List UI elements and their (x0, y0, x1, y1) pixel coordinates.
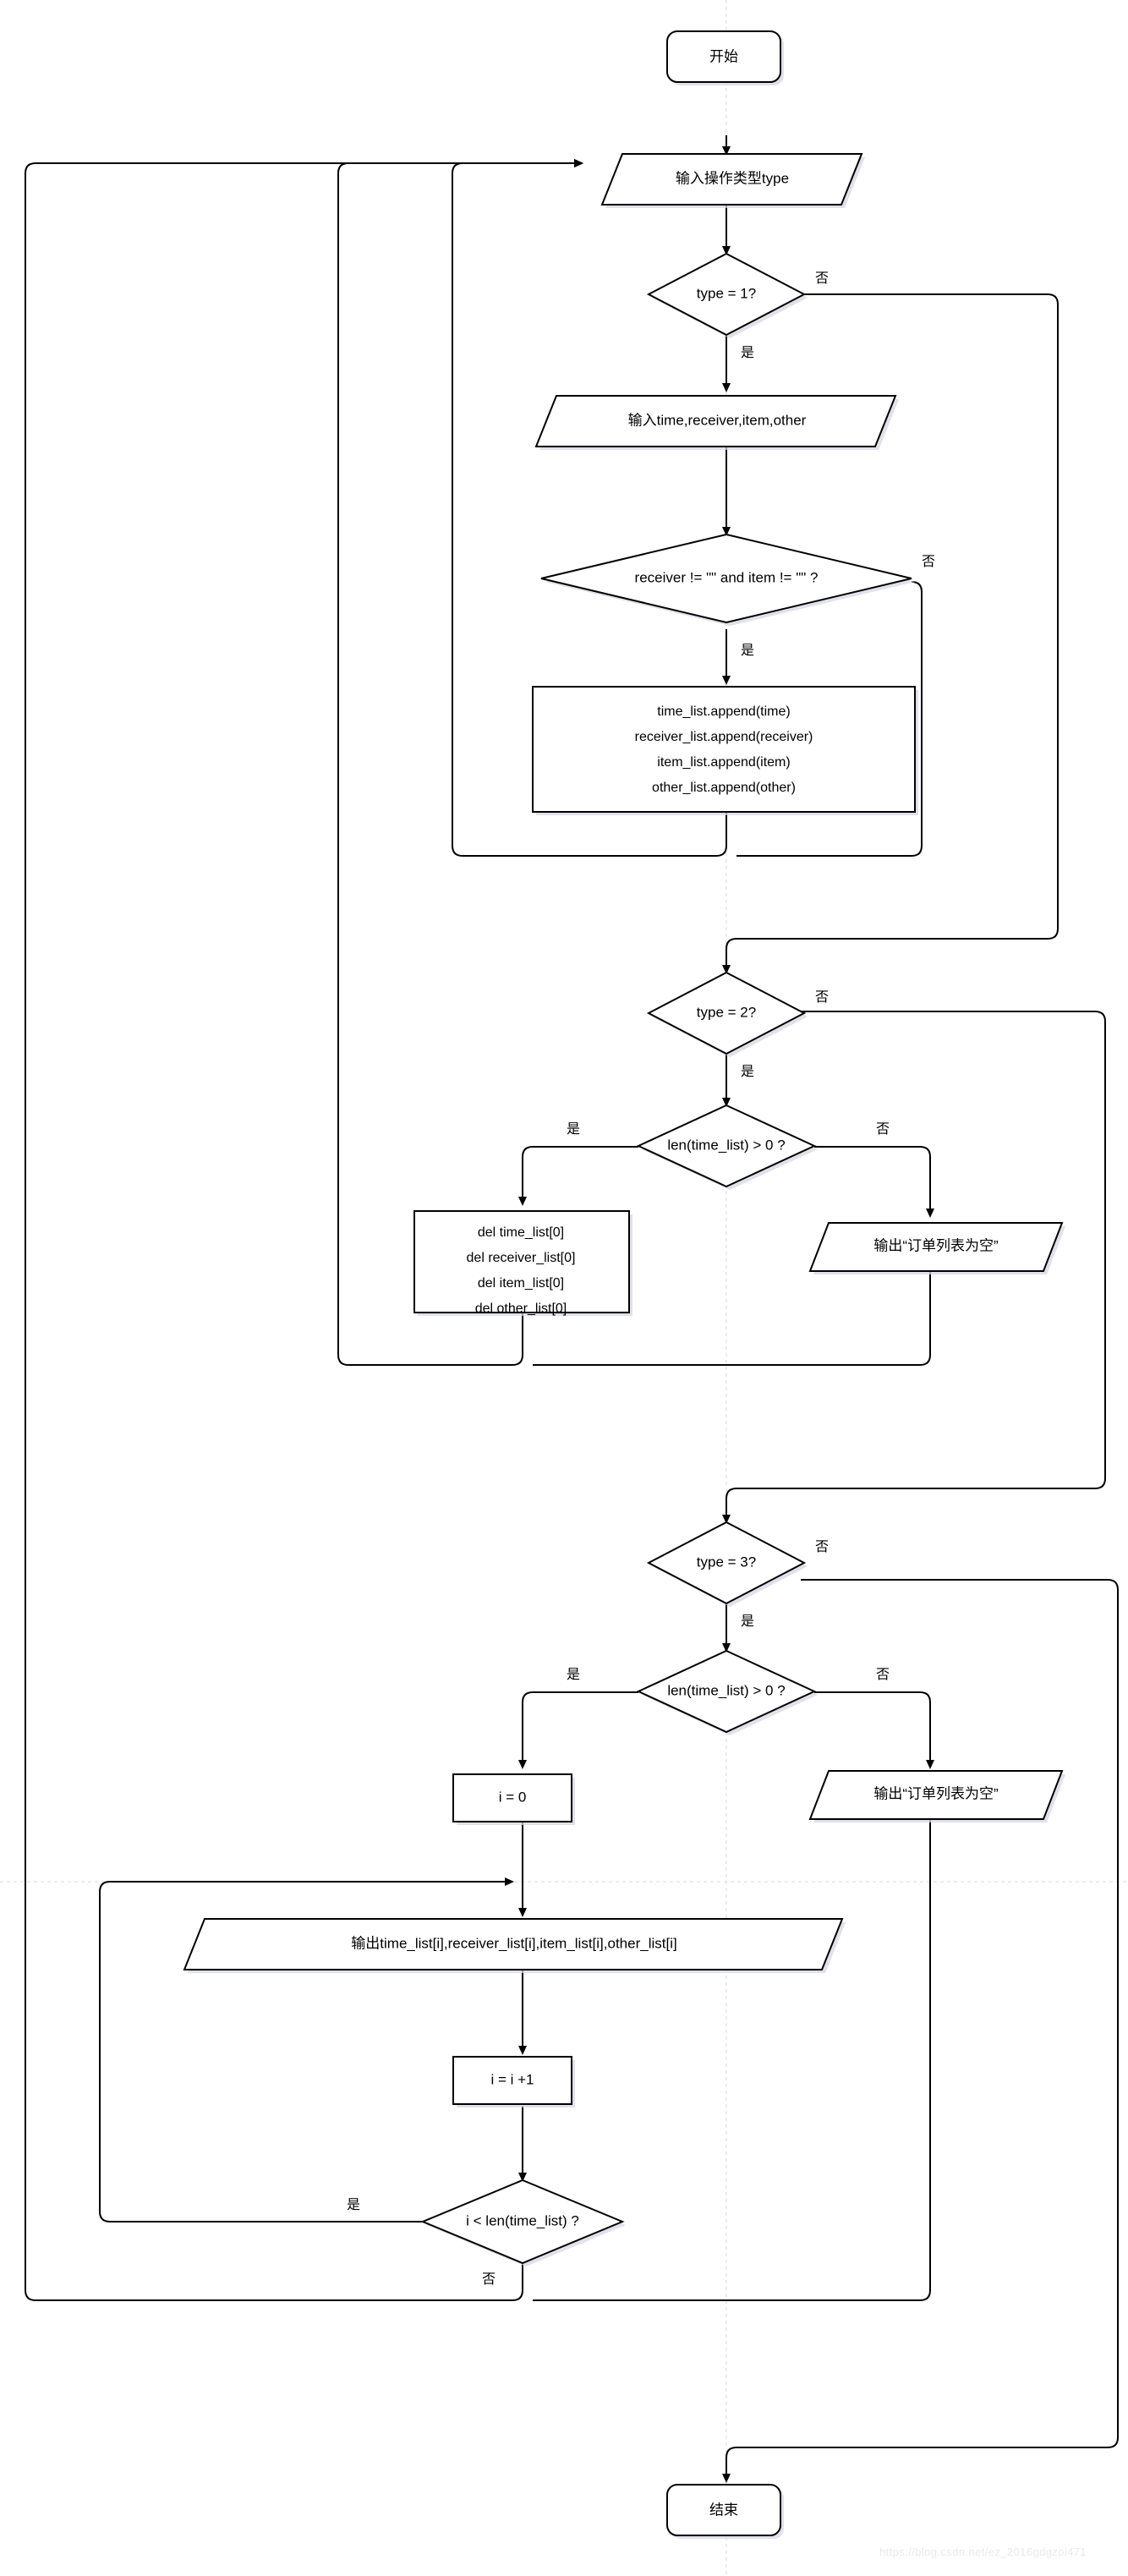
edge-label-len-b-no: 否 (876, 1668, 890, 1682)
node-cond-len-b[interactable]: len(time_list) > 0 ? (636, 1649, 818, 1735)
node-cond-type1-label: type = 1? (697, 285, 756, 301)
node-cond-len-a-label: len(time_list) > 0 ? (667, 1137, 785, 1153)
node-del-line1: del time_list[0] (478, 1225, 564, 1240)
node-init-i[interactable]: i = 0 (452, 1773, 575, 1825)
edge-label-loop-yes: 是 (347, 2198, 360, 2212)
node-del-line4: del other_list[0] (475, 1302, 567, 1316)
node-cond-loop[interactable]: i < len(time_list) ? (420, 2179, 626, 2266)
node-output-empty-b[interactable]: 输出“订单列表为空” (808, 1770, 1065, 1822)
node-append-line1: time_list.append(time) (657, 704, 790, 719)
edge-label-type2-no: 否 (815, 990, 829, 1005)
node-output-row-label: 输出time_list[i],receiver_list[i],item_lis… (351, 1935, 676, 1951)
edge-label-len-b-yes: 是 (567, 1668, 580, 1682)
watermark-text: https://blog.csdn.net/ez_2016gdgzoi471 (879, 2546, 1087, 2558)
edge-label-type1-yes: 是 (741, 346, 754, 360)
node-incr-i[interactable]: i = i +1 (452, 2056, 575, 2107)
node-init-i-label: i = 0 (499, 1789, 527, 1805)
node-cond-len-b-label: len(time_list) > 0 ? (667, 1682, 785, 1698)
node-cond-type2-label: type = 2? (697, 1004, 756, 1020)
node-del-line2: del receiver_list[0] (467, 1251, 576, 1265)
node-cond-type3-label: type = 3? (697, 1554, 756, 1570)
node-cond-type1[interactable]: type = 1? (646, 252, 808, 338)
node-start-label: 开始 (709, 48, 738, 64)
node-cond-type2[interactable]: type = 2? (646, 971, 808, 1057)
edge-label-valid-yes: 是 (741, 644, 754, 658)
node-start[interactable]: 开始 (666, 30, 784, 85)
edge-label-type2-yes: 是 (741, 1065, 754, 1079)
node-output-row[interactable]: 输出time_list[i],receiver_list[i],item_lis… (183, 1918, 846, 1973)
node-cond-type3[interactable]: type = 3? (646, 1521, 808, 1607)
edge-label-type1-no: 否 (815, 271, 829, 286)
node-cond-valid-label: receiver != "" and item != "" ? (635, 569, 819, 585)
node-cond-valid[interactable]: receiver != "" and item != "" ? (540, 533, 915, 626)
edge-label-loop-no: 否 (482, 2272, 496, 2287)
node-input-order[interactable]: 输入time,receiver,item,other (534, 395, 899, 450)
edge-label-len-a-yes: 是 (567, 1122, 580, 1137)
node-incr-i-label: i = i +1 (490, 2071, 534, 2087)
node-append-box[interactable]: time_list.append(time) receiver_list.app… (532, 686, 918, 815)
node-end[interactable]: 结束 (666, 2484, 784, 2539)
node-del-line3: del item_list[0] (478, 1276, 564, 1291)
node-del-box[interactable]: del time_list[0] del receiver_list[0] de… (413, 1210, 632, 1316)
connector-group (25, 135, 1119, 2483)
node-append-line3: item_list.append(item) (657, 755, 790, 770)
edge-label-type3-yes: 是 (741, 1614, 754, 1629)
node-input-type[interactable]: 输入操作类型type (600, 153, 865, 208)
node-output-empty-a[interactable]: 输出“订单列表为空” (808, 1222, 1065, 1274)
node-output-empty-b-label: 输出“订单列表为空” (873, 1785, 999, 1801)
node-input-order-label: 输入time,receiver,item,other (628, 412, 807, 428)
edge-label-valid-no: 否 (922, 555, 935, 569)
node-output-empty-a-label: 输出“订单列表为空” (873, 1237, 999, 1253)
node-input-type-label: 输入操作类型type (676, 170, 789, 186)
node-append-line4: other_list.append(other) (652, 781, 796, 795)
node-cond-loop-label: i < len(time_list) ? (466, 2212, 579, 2228)
node-end-label: 结束 (709, 2502, 738, 2518)
node-append-line2: receiver_list.append(receiver) (635, 730, 813, 744)
edge-label-len-a-no: 否 (876, 1122, 890, 1137)
edge-label-type3-no: 否 (815, 1540, 829, 1554)
node-cond-len-a[interactable]: len(time_list) > 0 ? (636, 1104, 818, 1190)
